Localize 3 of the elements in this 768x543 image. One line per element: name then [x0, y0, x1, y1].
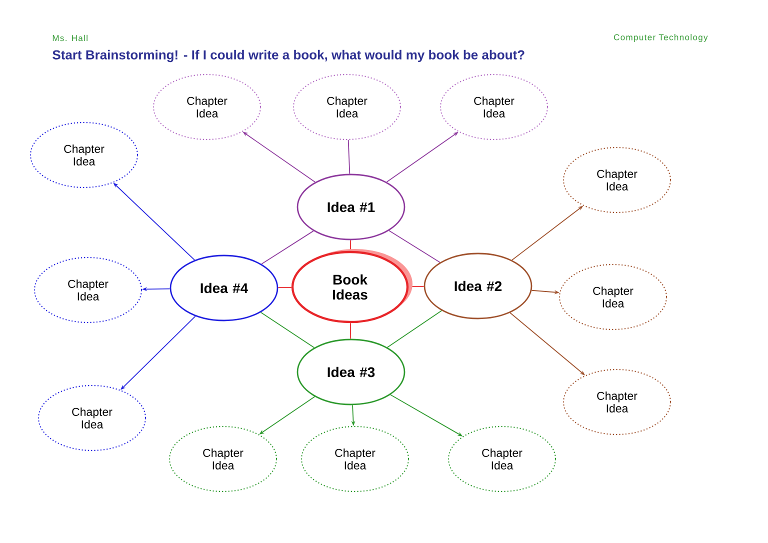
header-text: Computer Technology: [614, 34, 708, 42]
title: Start Brainstorming! - If I could write a book, what would my book be about?: [52, 50, 524, 62]
header-text: Ms. Hall: [52, 34, 88, 42]
